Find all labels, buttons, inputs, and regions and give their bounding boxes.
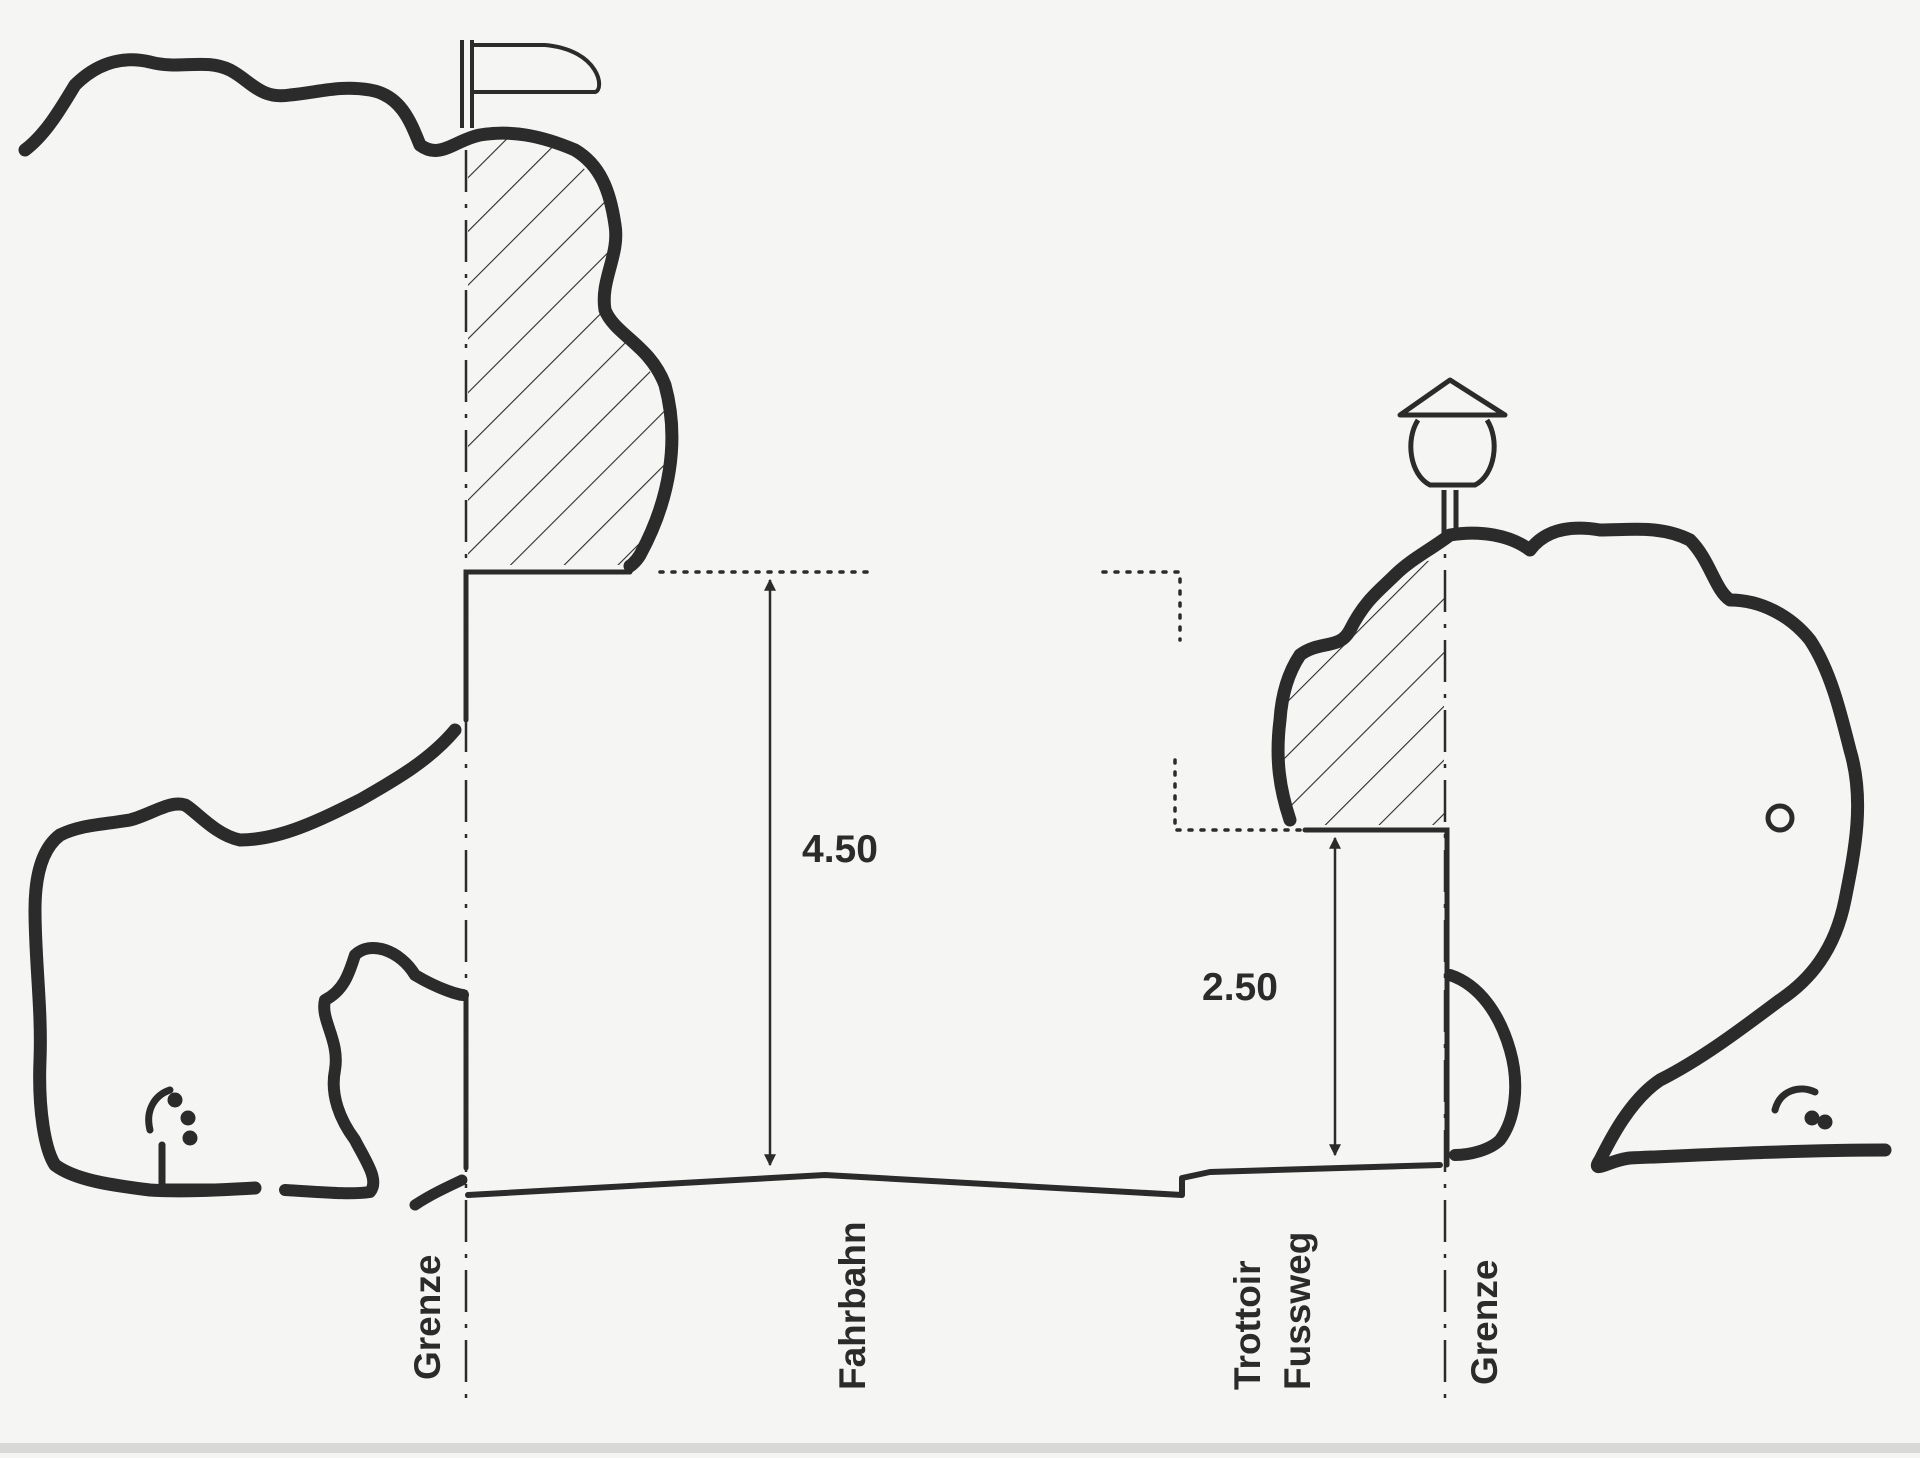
sprout-icon-right	[1771, 1085, 1833, 1130]
label-roadway: Fahrbahn	[832, 1221, 873, 1390]
sidewalk-clearance-outline	[1302, 827, 1450, 1168]
road-clearance-value: 4.50	[802, 828, 878, 871]
sidewalk-clearance-dotted	[1173, 758, 1302, 832]
label-sidewalk-line1: Trottoir	[1227, 1261, 1268, 1390]
road-clearance-dotted-top-right	[1101, 570, 1182, 642]
road-sign-icon	[460, 40, 602, 128]
shrub-left-large	[28, 723, 462, 1198]
hatched-overhang-left	[468, 136, 672, 565]
ground-profile	[465, 1162, 1443, 1198]
sprout-icon	[145, 1086, 198, 1192]
label-sidewalk-line2: Fussweg	[1277, 1232, 1318, 1390]
fruit-icon	[1765, 803, 1795, 833]
label-border-left: Grenze	[407, 1255, 448, 1380]
hatched-overhang-right	[1281, 560, 1444, 825]
tree-right-canopy	[1271, 521, 1892, 1173]
tree-left-canopy	[18, 53, 679, 573]
label-border-right: Grenze	[1464, 1260, 1505, 1385]
shrub-left-small	[279, 941, 469, 1200]
tree-right-trunk	[1444, 969, 1522, 1161]
sidewalk-clearance-value: 2.50	[1202, 966, 1278, 1009]
street-lamp-icon	[1397, 377, 1508, 535]
scan-edge	[0, 1443, 1920, 1453]
shrub-left-base	[409, 1174, 468, 1211]
